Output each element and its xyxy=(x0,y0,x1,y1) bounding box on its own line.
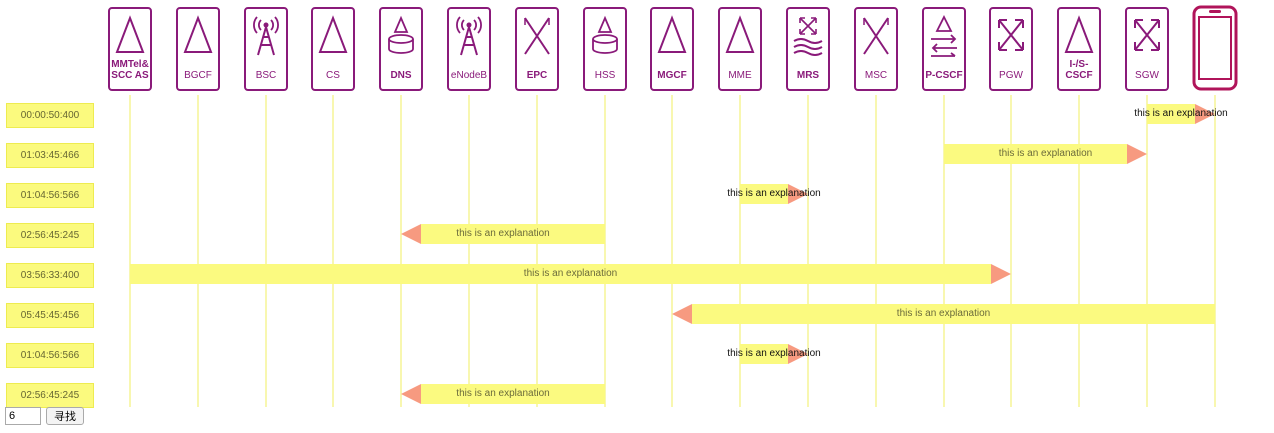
message-label: this is an explanation xyxy=(727,348,821,359)
lifeline-sgw xyxy=(1146,95,1148,407)
search-button[interactable]: 寻找 xyxy=(46,407,84,425)
node-label: SGW xyxy=(1135,70,1159,81)
lifeline-epc xyxy=(536,95,538,407)
arrow-left-icon xyxy=(401,384,421,404)
node-label: MGCF xyxy=(657,70,687,81)
node-pgw[interactable]: PGW xyxy=(989,7,1033,91)
arrow-right-icon xyxy=(991,264,1011,284)
message-bar[interactable] xyxy=(692,304,1215,324)
lifeline-dns xyxy=(400,95,402,407)
node-msc[interactable]: MSC xyxy=(854,7,898,91)
lifeline-mme xyxy=(739,95,741,407)
node-mme[interactable]: MME xyxy=(718,7,762,91)
node-label: MSC xyxy=(864,70,888,81)
message-bar[interactable] xyxy=(421,384,605,404)
node-epc[interactable]: EPC xyxy=(515,7,559,91)
message-label: this is an explanation xyxy=(1134,108,1228,119)
node-hss[interactable]: HSS xyxy=(583,7,627,91)
arrow-right-icon xyxy=(1195,104,1215,124)
arrow-right-icon xyxy=(788,184,808,204)
node-label: MMTel& SCC AS xyxy=(111,59,149,81)
node-bgcf[interactable]: BGCF xyxy=(176,7,220,91)
timestamp-box[interactable]: 01:03:45:466 xyxy=(6,143,94,168)
node-label: BSC xyxy=(255,70,277,81)
lifeline-hss xyxy=(604,95,606,407)
message-label: this is an explanation xyxy=(896,308,991,319)
node-label: I-/S- CSCF xyxy=(1065,59,1093,81)
lifeline-enodeb xyxy=(468,95,470,407)
message-bar[interactable] xyxy=(740,184,788,204)
message-label: this is an explanation xyxy=(998,148,1093,159)
node-label: eNodeB xyxy=(450,70,488,81)
lifeline-mrs xyxy=(807,95,809,407)
lifeline-mgcf xyxy=(671,95,673,407)
node-label: MRS xyxy=(796,70,820,81)
node-label: P-CSCF xyxy=(925,70,963,81)
lifeline-cs xyxy=(332,95,334,407)
message-label: this is an explanation xyxy=(456,228,550,239)
node-iscscf[interactable]: I-/S- CSCF xyxy=(1057,7,1101,91)
node-cs[interactable]: CS xyxy=(311,7,355,91)
lifeline-bgcf xyxy=(197,95,199,407)
timestamp-box[interactable]: 01:04:56:566 xyxy=(6,343,94,368)
node-dns[interactable]: DNS xyxy=(379,7,423,91)
arrow-right-icon xyxy=(1127,144,1147,164)
arrow-right-icon xyxy=(788,344,808,364)
timestamp-box[interactable]: 00:00:50:400 xyxy=(6,103,94,128)
node-label: BGCF xyxy=(184,70,212,81)
message-bar[interactable] xyxy=(130,264,991,284)
message-label: this is an explanation xyxy=(456,388,550,399)
node-label: DNS xyxy=(390,70,412,81)
node-pcscf[interactable]: P-CSCF xyxy=(922,7,966,91)
node-ue[interactable] xyxy=(1191,5,1239,93)
message-bar[interactable] xyxy=(421,224,605,244)
message-bar[interactable] xyxy=(944,144,1127,164)
timestamp-box[interactable]: 02:56:45:245 xyxy=(6,223,94,248)
arrow-left-icon xyxy=(672,304,692,324)
lifeline-msc xyxy=(875,95,877,407)
node-label: CS xyxy=(326,70,340,81)
node-mrs[interactable]: MRS xyxy=(786,7,830,91)
node-sgw[interactable]: SGW xyxy=(1125,7,1169,91)
timestamp-box[interactable]: 05:45:45:456 xyxy=(6,303,94,328)
node-label: EPC xyxy=(526,70,548,81)
lifeline-mmtel xyxy=(129,95,131,407)
lifeline-pcscf xyxy=(943,95,945,407)
timestamp-box[interactable]: 02:56:45:245 xyxy=(6,383,94,408)
timestamp-box[interactable]: 01:04:56:566 xyxy=(6,183,94,208)
search-input[interactable] xyxy=(5,407,41,425)
node-label: MME xyxy=(728,70,752,81)
node-label: HSS xyxy=(594,70,616,81)
lifeline-bsc xyxy=(265,95,267,407)
node-mgcf[interactable]: MGCF xyxy=(650,7,694,91)
arrow-left-icon xyxy=(401,224,421,244)
node-label: PGW xyxy=(999,70,1023,81)
node-bsc[interactable]: BSC xyxy=(244,7,288,91)
message-label: this is an explanation xyxy=(727,188,821,199)
lifeline-iscscf xyxy=(1078,95,1080,407)
timestamp-box[interactable]: 03:56:33:400 xyxy=(6,263,94,288)
message-bar[interactable] xyxy=(1147,104,1195,124)
lifeline-pgw xyxy=(1010,95,1012,407)
node-mmtel[interactable]: MMTel& SCC AS xyxy=(108,7,152,91)
message-bar[interactable] xyxy=(740,344,788,364)
lifeline-ue xyxy=(1214,95,1216,407)
node-enodeb[interactable]: eNodeB xyxy=(447,7,491,91)
message-label: this is an explanation xyxy=(523,268,618,279)
